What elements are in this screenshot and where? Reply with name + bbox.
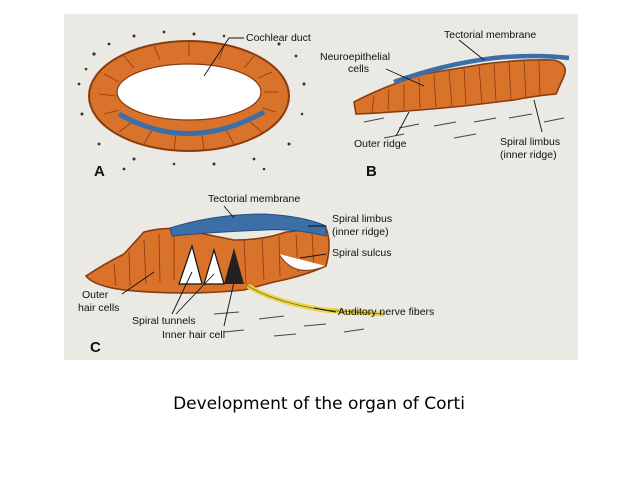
neuroepithelium-cell-lines (371, 60, 541, 113)
label-inner-hair-cell-c: Inner hair cell (162, 329, 225, 341)
organ-of-corti-figure: Cochlear duct A (64, 14, 578, 360)
panel-b-mesenchyme (363, 113, 565, 139)
label-tectorial-membrane-c: Tectorial membrane (208, 193, 300, 205)
figure-svg: Cochlear duct A (64, 14, 578, 360)
label-spiral-limbus-b: Spiral limbus (500, 136, 560, 148)
spiral-tunnel-1 (178, 243, 203, 285)
label-hair-cells-c: hair cells (78, 302, 119, 314)
leader-outer-ridge-b (395, 111, 410, 137)
tectorial-membrane-c (169, 213, 327, 237)
hair-cell-columns (113, 231, 315, 287)
leader-auditory-nerve (313, 307, 337, 313)
label-spiral-sulcus-c: Spiral sulcus (332, 247, 392, 259)
leader-tectorial-membrane-b (458, 39, 485, 61)
cochlear-duct-lumen (116, 63, 262, 121)
label-outer-ridge-b: Outer ridge (354, 138, 407, 150)
spiral-sulcus-groove (278, 253, 327, 271)
label-auditory-nerve-fibers-c: Auditory nerve fibers (338, 306, 434, 318)
label-outer-c: Outer (82, 289, 109, 301)
label-neuroepithelial-b: Neuroepithelial (320, 51, 390, 63)
leader-outer-hair-cells-c (121, 271, 155, 295)
cochlear-duct-cell-lines (98, 42, 279, 151)
label-spiral-limbus-c: Spiral limbus (332, 213, 392, 225)
label-cochlear-duct: Cochlear duct (246, 32, 311, 44)
cochlear-duct-lining (117, 109, 266, 136)
panel-letter-a: A (94, 163, 105, 180)
leader-neuroepithelial-b (385, 68, 425, 87)
leader-tectorial-membrane-c (223, 205, 235, 219)
figure-caption: Development of the organ of Corti (173, 394, 465, 414)
panel-a: Cochlear duct A (77, 30, 311, 180)
label-inner-ridge-b: (inner ridge) (500, 149, 557, 161)
panel-b: Tectorial membrane Neuroepithelial cells… (320, 29, 570, 180)
spiral-tunnel-2 (203, 247, 225, 285)
panel-a-mesenchyme (77, 30, 306, 171)
leader-spiral-tunnel-1 (171, 271, 193, 315)
panel-c: Tectorial membrane Spiral limbus (inner … (78, 193, 434, 356)
panel-letter-c: C (90, 339, 101, 356)
inner-hair-cell (224, 248, 244, 284)
tectorial-membrane-b (393, 53, 570, 85)
label-tectorial-membrane-b: Tectorial membrane (444, 29, 536, 41)
panel-letter-b: B (366, 163, 377, 180)
leader-spiral-tunnel-2 (175, 273, 215, 315)
leader-spiral-sulcus-c (299, 253, 327, 259)
label-neuroepithelial-cells-b: cells (348, 63, 369, 75)
leader-inner-hair-cell (223, 281, 235, 327)
label-spiral-tunnels-c: Spiral tunnels (132, 315, 196, 327)
leader-cochlear-duct (203, 37, 244, 77)
label-inner-ridge-c: (inner ridge) (332, 226, 389, 238)
leader-spiral-limbus-b (533, 99, 543, 133)
